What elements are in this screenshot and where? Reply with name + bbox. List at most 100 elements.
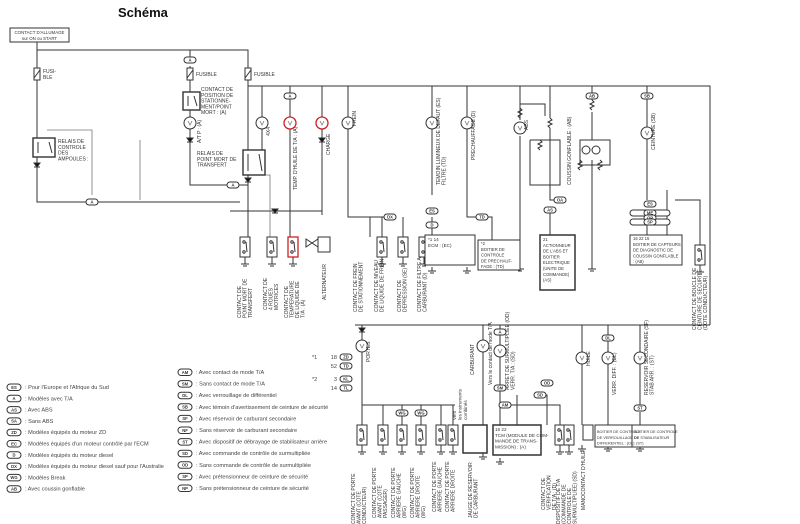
switch-connector-icon [266,236,278,267]
preheat-control-box [477,239,521,271]
legend-code: D [12,453,15,458]
sw-porte-ard-wg-label: CONTACT DE PORTEARRIERE DROITE(WG) [410,467,427,518]
sw-frein-stat-label: CONTACT DE FREINDE STATIONNEMENT [353,262,365,312]
legend-text: : Sans contact de mode T/A [196,382,265,388]
switch-connector-icon [287,236,299,267]
legend-code: NF [182,428,188,433]
switch-connector-icon [397,236,409,267]
sw-point-mort-label: CONTACT DEPOINT MORT DETRANSFERT [237,278,254,318]
fuse-icon [186,67,194,81]
lamp-huile-label: HUILE [586,351,592,366]
option-tag: D [425,221,439,229]
option-tag-code: WG [417,411,424,416]
switch-connector-icon [554,424,566,455]
dispositif-ta-label: DISPOSITIF DE T/A(COMMANDE DECONTROLE DE… [556,471,579,524]
fuel-gauge-box [462,424,488,454]
option-tag: TD [475,213,489,221]
option-tag-code: OA [557,198,563,203]
lamp-verr-diff-label: VERR. DIFF. : (DL) [612,352,618,395]
ignition-label: CONTACT D'ALLUMAGE [15,30,65,35]
ground-icon [437,445,445,455]
ground-icon [578,445,586,452]
legend-code: ST [182,439,188,444]
ground-icon [588,265,596,272]
legend-item: D: Modèles équipés du moteur diesel [6,451,113,459]
legend-item: SF: Avec réservoir de carburant secondai… [177,414,296,423]
option-tag-code: ES [647,202,653,207]
footnote-code: ZD [343,355,349,360]
warning-lamp-icon [425,116,439,130]
option-tag: ES [643,200,657,208]
option-tag: WG [414,409,428,417]
switch-connector-icon [447,424,459,455]
ground-icon [398,445,406,455]
sw-porte-av-cond-label: CONTACT DE PORTEAVANT (COTECONDUCTEUR) [351,473,368,524]
ecm-box [424,234,476,266]
legend-item: DL: Avec verrouillage de différentiel [177,391,277,400]
legend-item: OD: Sans commande de contrôle de surmult… [177,461,311,469]
option-tag: OA [553,196,567,204]
option-tag-code: SP [647,220,653,225]
park-neutral-switch-icon [182,91,201,111]
legend-item: ST: Avec dispositif de débrayage de stab… [177,438,327,446]
legend-item: SP: Avec prétensionneur de ceinture de s… [177,472,308,481]
diode-icon [186,137,194,143]
legend-code: WG [10,475,17,480]
switch-connector-icon [396,424,408,455]
legend-item: NF: Sans réservoir de carburant secondai… [177,426,297,434]
fuse-icon [244,67,252,81]
sw-verif-ta-label: CONTACT DEVERIFICATIONDE T/A : (D) [541,475,558,510]
option-tag-code: A [231,183,234,188]
legend-code: OD [182,463,188,468]
option-tag: OD [540,379,554,387]
legend-text: : Modèles Break [25,475,66,481]
fuse-right-label: FUSIBLE [254,72,276,78]
legend-text: : Avec contact de mode T/A [196,370,264,376]
lamp-portes-label: PORTES [366,341,372,362]
option-tag-code: ES [429,209,435,214]
ground-icon [556,445,564,455]
diode-icon [271,208,279,214]
option-tag: SB [640,92,654,100]
lamp-od-label: ARRET DE SURMULTIPLIEE (OD)VERR. T/A : (… [505,312,517,390]
option-tag-code: SD [537,393,543,398]
lamp-temp-huile-label: TEMP. D'HUILE DE T/A : (A) [293,126,299,190]
sw-4roues-label: CONTACT DE4 ROUESMOTRICES [263,277,280,310]
footnote-pin: 14 [331,386,337,392]
switch-connector-icon [376,236,388,267]
sw-porte-arg-label: CONTACT DE PORTEARRIERE GAUCHE [432,461,444,512]
lamp-reservoir-label: RESERVOIR SECONDAIRE (SF)STAB ARR. : (ST… [644,320,656,395]
legend-code: SA [11,419,17,424]
warning-lamp-icon [640,126,654,140]
footnote-pin: 3 [334,377,337,383]
resistor-icon [546,117,554,129]
sense-wire [255,174,271,237]
control-circuit [529,139,611,186]
ground-icon [378,257,386,267]
option-tag: AM [498,401,512,409]
legend-code: SD [182,451,188,456]
resistor-icon [536,139,544,151]
warning-lamp-icon [575,351,589,365]
option-tag: DX [383,213,397,221]
transfer-neutral-relay-icon [242,149,266,176]
diode-icon [244,177,252,183]
legend-text: : Avec témoin d'avertissement de ceintur… [196,405,328,411]
option-tag: SP [643,218,657,226]
option-tag-code: A [90,200,93,205]
ground-icon [565,445,573,455]
fuse-icon [33,67,41,81]
legend-code: A [12,396,15,401]
atp-label: A/T P : (A) [197,120,203,143]
warning-lamp-icon [513,121,527,135]
legend-code: SB [182,405,188,410]
legend-text: : Pour l'Europe et l'Afrique du Sud [25,385,109,391]
ignition-sublabel: sur ON ou START [22,36,58,41]
resistor-icon [516,107,524,119]
sw-porte-ard-label: CONTACT DE PORTEARRIERE DROITE [445,461,457,512]
option-tag-code: DX [387,215,393,220]
